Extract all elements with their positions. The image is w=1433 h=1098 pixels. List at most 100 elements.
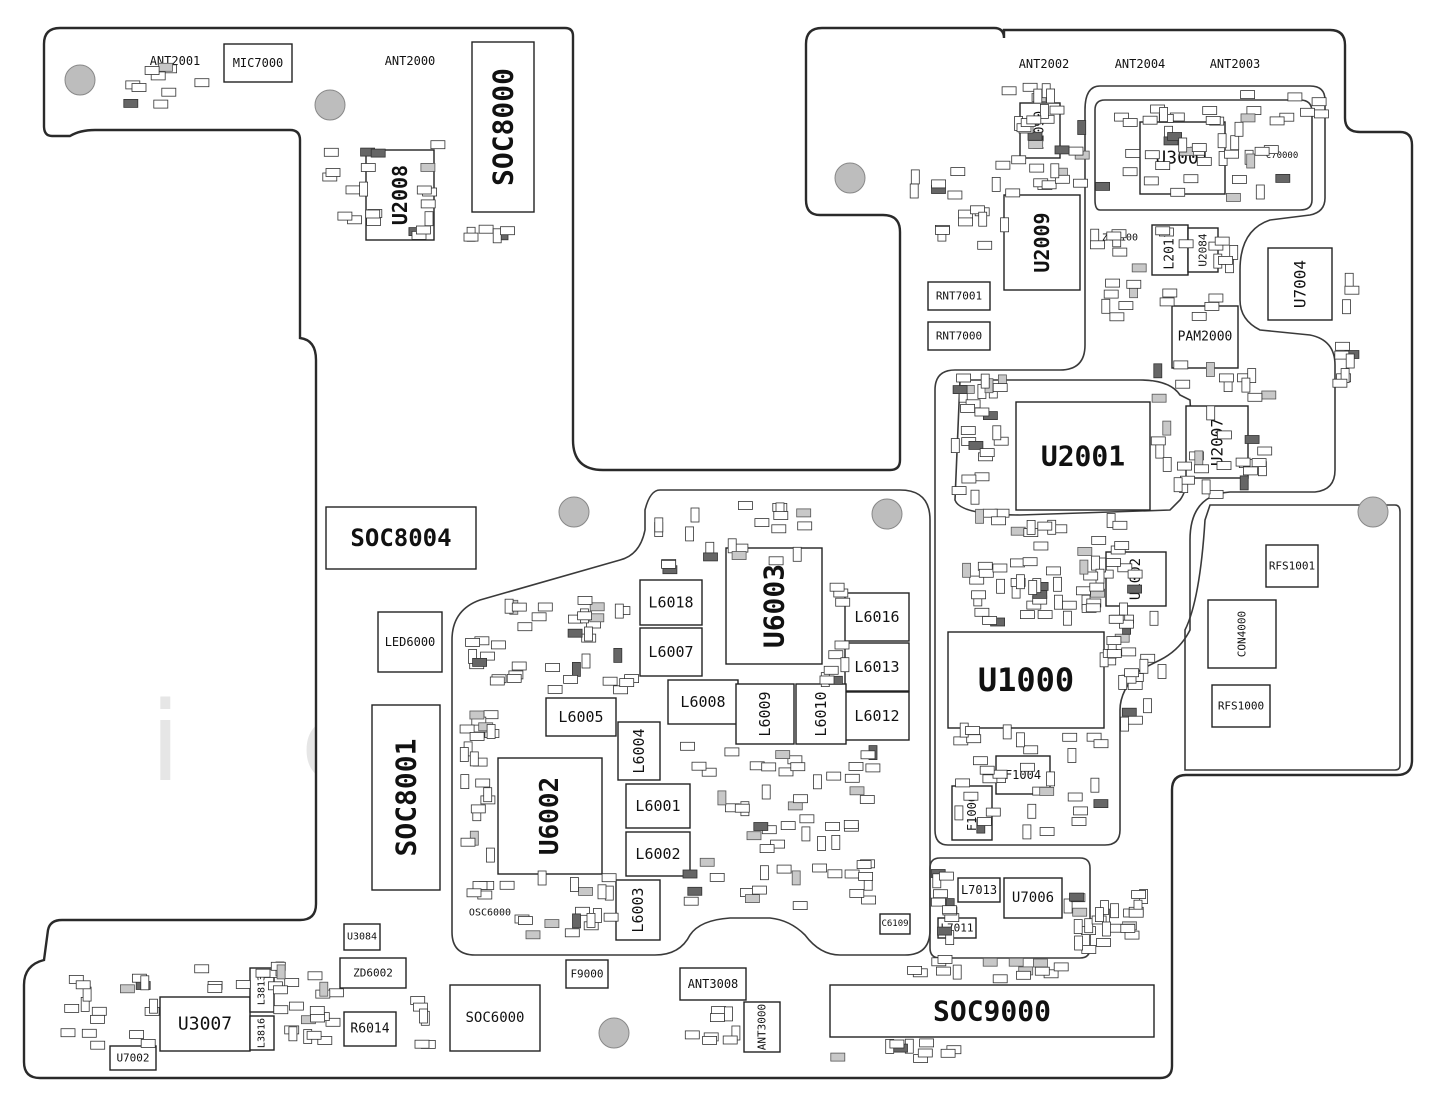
component-soc8004: SOC8004 bbox=[325, 506, 477, 570]
passive-component bbox=[1110, 903, 1119, 919]
component-u7006: U7006 bbox=[1003, 877, 1063, 919]
passive-component bbox=[1204, 301, 1220, 311]
passive-component bbox=[979, 448, 995, 458]
component-label: U7004 bbox=[1291, 260, 1310, 308]
component-body bbox=[957, 877, 1001, 903]
passive-component bbox=[325, 1017, 341, 1027]
passive-component bbox=[791, 870, 801, 886]
passive-component bbox=[1076, 586, 1091, 596]
component-body bbox=[1265, 544, 1319, 588]
passive-component bbox=[961, 474, 977, 484]
passive-component bbox=[1180, 475, 1195, 485]
passive-component bbox=[910, 169, 920, 185]
passive-component bbox=[563, 675, 578, 684]
passive-component bbox=[950, 167, 966, 177]
component-label: SOC6000 bbox=[465, 1010, 524, 1026]
passive-component bbox=[1208, 293, 1224, 303]
passive-component bbox=[370, 148, 386, 158]
passive-component bbox=[975, 508, 984, 524]
passive-component bbox=[775, 750, 791, 759]
passive-component bbox=[968, 440, 984, 450]
passive-component bbox=[1067, 748, 1077, 763]
component-body bbox=[249, 1015, 275, 1051]
passive-component bbox=[480, 651, 495, 661]
passive-component bbox=[754, 518, 770, 527]
passive-component bbox=[991, 176, 1001, 192]
passive-component bbox=[547, 685, 563, 694]
component-ant3000: ANT3000 bbox=[743, 1001, 781, 1053]
passive-component bbox=[1177, 461, 1192, 471]
passive-component bbox=[1091, 536, 1107, 545]
passive-component bbox=[956, 373, 971, 383]
passive-component bbox=[829, 582, 845, 592]
component-r6014: R6014 bbox=[343, 1011, 397, 1047]
passive-component bbox=[1216, 461, 1232, 471]
passive-component bbox=[1239, 475, 1249, 491]
component-label: L6001 bbox=[635, 797, 680, 815]
passive-component bbox=[947, 190, 963, 200]
passive-component bbox=[1226, 192, 1241, 202]
passive-component bbox=[1120, 924, 1136, 933]
passive-component bbox=[1020, 610, 1035, 619]
passive-component bbox=[1093, 739, 1109, 749]
passive-component bbox=[90, 1015, 105, 1024]
passive-component bbox=[1311, 97, 1327, 107]
component-label: L3813 bbox=[257, 975, 268, 1005]
passive-component bbox=[995, 160, 1011, 170]
passive-component bbox=[1000, 217, 1009, 233]
passive-component bbox=[1254, 146, 1270, 156]
component-body bbox=[617, 721, 661, 781]
passive-component bbox=[235, 980, 251, 989]
passive-component bbox=[1269, 116, 1285, 126]
passive-component bbox=[310, 1013, 326, 1023]
component-label: RNT7000 bbox=[936, 330, 982, 343]
component-body bbox=[947, 631, 1105, 729]
component-body bbox=[844, 592, 910, 642]
component-label: L6003 bbox=[629, 887, 647, 932]
passive-component bbox=[1131, 263, 1147, 273]
passive-component bbox=[506, 674, 522, 683]
component-label: U2009 bbox=[1030, 212, 1054, 272]
passive-component bbox=[710, 1013, 725, 1022]
passive-component bbox=[459, 724, 475, 734]
component-l6004: L6004 bbox=[617, 721, 661, 781]
passive-component bbox=[724, 747, 740, 757]
passive-component bbox=[1112, 520, 1128, 530]
passive-component bbox=[416, 185, 432, 195]
passive-component bbox=[753, 822, 769, 831]
passive-component bbox=[1001, 86, 1017, 96]
component-label: ANT2004 bbox=[1115, 57, 1166, 71]
passive-component bbox=[307, 971, 323, 981]
passive-component bbox=[722, 1035, 738, 1045]
passive-component bbox=[430, 140, 446, 150]
passive-component bbox=[1026, 115, 1042, 125]
passive-component bbox=[942, 905, 957, 915]
passive-component bbox=[965, 726, 980, 735]
passive-component bbox=[817, 836, 826, 851]
passive-component bbox=[978, 211, 988, 227]
component-rfs1000: RFS1000 bbox=[1211, 684, 1271, 728]
passive-component bbox=[1101, 298, 1111, 314]
passive-component bbox=[982, 774, 998, 784]
passive-component bbox=[469, 732, 485, 741]
passive-component bbox=[1241, 377, 1251, 393]
passive-component bbox=[1218, 255, 1233, 265]
passive-component bbox=[1247, 392, 1263, 402]
passive-component bbox=[1342, 299, 1351, 315]
passive-component bbox=[1093, 799, 1109, 808]
passive-component bbox=[1039, 787, 1055, 796]
passive-component bbox=[1205, 116, 1221, 125]
passive-component bbox=[1167, 132, 1182, 141]
passive-component bbox=[955, 778, 970, 788]
component-label: ANT2000 bbox=[385, 54, 436, 68]
passive-component bbox=[1083, 571, 1099, 581]
component-body bbox=[109, 1045, 157, 1071]
passive-component bbox=[819, 675, 835, 685]
component-l6001: L6001 bbox=[625, 783, 691, 829]
component-c6109: C6109 bbox=[879, 913, 911, 935]
passive-component bbox=[288, 1001, 304, 1011]
passive-component bbox=[952, 385, 968, 395]
passive-component bbox=[960, 426, 976, 435]
component-body bbox=[679, 967, 747, 1001]
passive-component bbox=[518, 916, 533, 925]
